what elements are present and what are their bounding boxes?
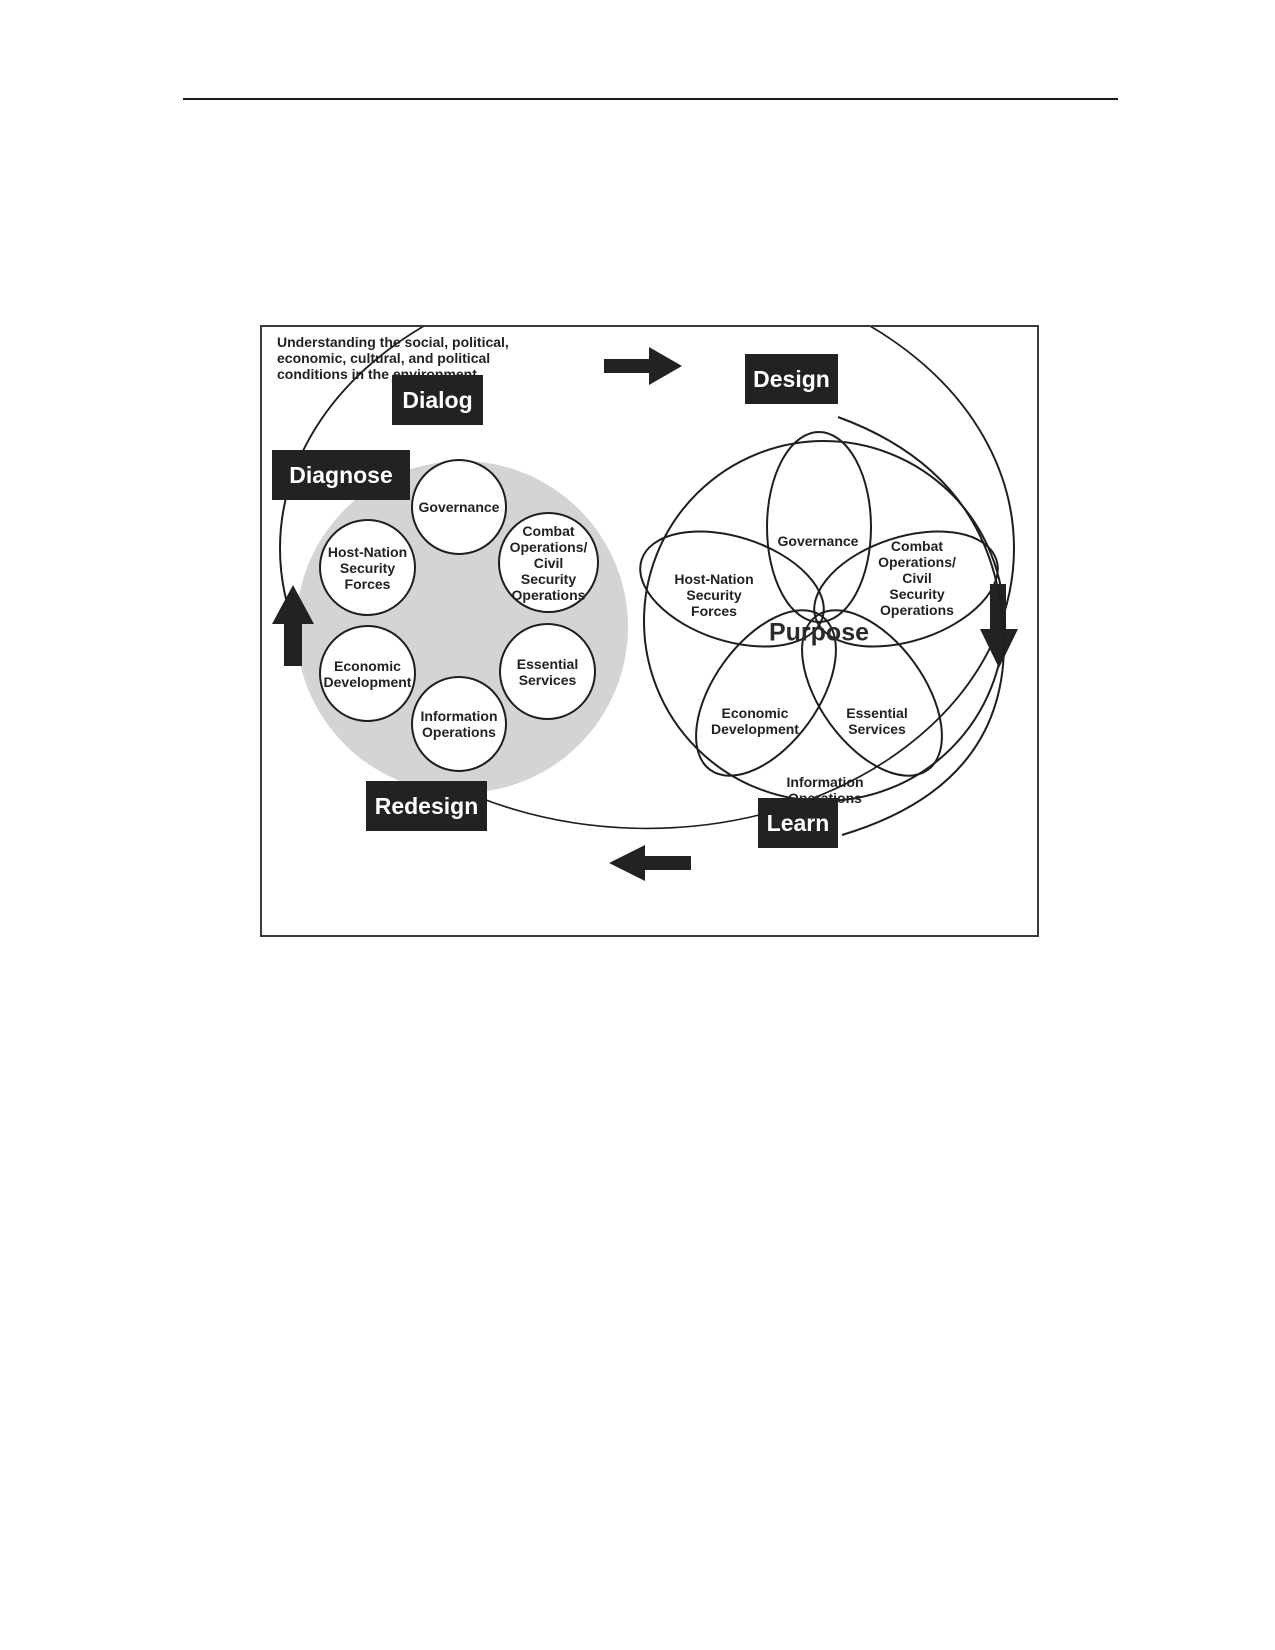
node-host-nation-label: Host-Nation Security Forces xyxy=(328,544,407,592)
petal-label-essential: Essential Services xyxy=(846,705,907,737)
node-information-label: Information Operations xyxy=(421,708,498,740)
petal-label-information: Information Operations xyxy=(787,774,864,806)
purpose-center-label: Purpose xyxy=(768,618,870,647)
caption-line: Understanding the social, political, xyxy=(277,334,509,350)
label-line: Development xyxy=(711,721,799,737)
page-top-rule xyxy=(183,98,1118,100)
design-cycle-figure: Understanding the social, political, eco… xyxy=(260,325,1039,937)
node-combat-operations: Combat Operations/ Civil Security Operat… xyxy=(498,512,599,613)
label-line: Civil xyxy=(533,554,564,571)
arrow-up-left xyxy=(272,585,314,666)
petal-label-governance: Governance xyxy=(777,533,859,549)
node-governance: Governance xyxy=(411,459,507,555)
stage-learn: Learn xyxy=(758,798,838,848)
label-line: Forces xyxy=(691,603,737,619)
stage-redesign: Redesign xyxy=(366,781,487,831)
label-line: Operations/ xyxy=(878,554,956,570)
petal-label-combat: Combat Operations/ Civil Security Operat… xyxy=(878,538,956,618)
stage-dialog: Dialog xyxy=(392,375,483,425)
label-line: Information xyxy=(420,708,498,724)
label-line: Essential xyxy=(516,655,579,672)
label-line: Combat xyxy=(890,538,944,554)
petal-essential xyxy=(801,609,943,777)
label-line: Security xyxy=(339,559,396,576)
flower-petals xyxy=(639,431,999,777)
petal-combat xyxy=(813,530,999,648)
node-governance-label: Governance xyxy=(418,499,500,515)
label-line: Security xyxy=(520,570,577,587)
petal-governance xyxy=(766,431,872,623)
node-information-operations: Information Operations xyxy=(411,676,507,772)
stage-diagnose: Diagnose xyxy=(272,450,410,500)
node-combat-label: Combat Operations/ Civil Security Operat… xyxy=(510,523,588,603)
label-line: Host-Nation xyxy=(327,543,408,560)
petal-host-nation xyxy=(639,530,825,648)
label-line: Security xyxy=(889,586,945,602)
label-line: Essential xyxy=(846,705,908,721)
label-line: Operations xyxy=(511,586,586,603)
label-line: Host-Nation xyxy=(674,571,754,587)
arrow-right-top xyxy=(604,347,682,385)
stage-design: Design xyxy=(745,354,838,404)
petal-label-host-nation: Host-Nation Security Forces xyxy=(674,571,753,619)
petal-label-economic: Economic Development xyxy=(711,705,799,737)
node-economic-development: Economic Development xyxy=(319,625,416,722)
connector-right-arc xyxy=(837,416,1006,836)
arrow-down-right xyxy=(980,584,1018,668)
label-line: Operations xyxy=(880,602,954,618)
node-essential-services: Essential Services xyxy=(499,623,596,720)
arrow-left-bottom xyxy=(609,845,691,881)
node-economic-label: Economic Development xyxy=(324,658,412,690)
petal-economic xyxy=(695,609,837,777)
label-line: Economic xyxy=(334,657,401,674)
label-line: Economic xyxy=(721,705,789,721)
label-line: Combat xyxy=(522,522,575,539)
cycle-ellipse xyxy=(279,327,1015,830)
label-line: Operations/ xyxy=(509,538,588,555)
node-essential-label: Essential Services xyxy=(517,656,578,688)
node-host-nation: Host-Nation Security Forces xyxy=(319,519,416,616)
label-line: Services xyxy=(848,721,906,737)
label-line: Operations xyxy=(788,790,862,806)
label-line: Forces xyxy=(344,575,391,592)
label-line: Services xyxy=(518,671,577,688)
label-line: Operations xyxy=(422,724,496,740)
label-line: Security xyxy=(686,587,742,603)
label-line: Development xyxy=(323,673,412,690)
label-line: Civil xyxy=(902,570,932,586)
caption-line: economic, cultural, and political xyxy=(277,350,491,366)
label-line: Information xyxy=(786,774,864,790)
